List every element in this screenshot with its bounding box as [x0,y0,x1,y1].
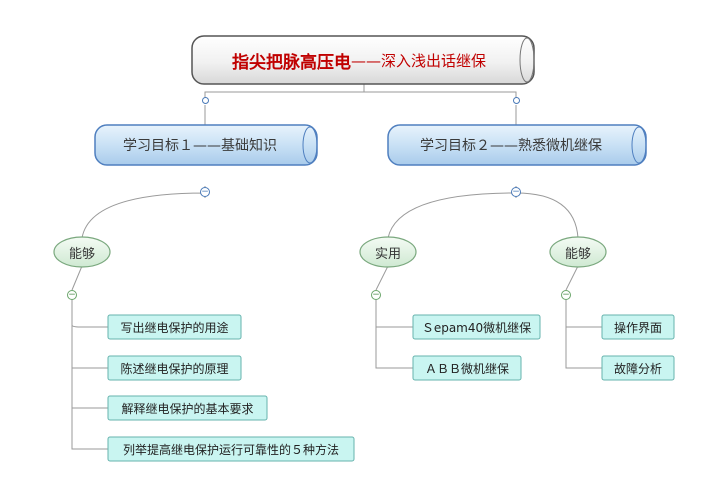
group-oval-3[interactable] [549,236,607,268]
leaf-box-2-2[interactable] [412,355,522,381]
goal-node-1[interactable] [94,124,318,166]
connector-group3-items [565,299,602,369]
group-label-3: 能够 [564,246,591,262]
group-label-1: 能够 [68,246,95,262]
leaf-box-1-2[interactable] [107,355,242,381]
group-oval-1[interactable] [53,236,111,268]
goal-2-collapse-toggle[interactable]: − [511,186,521,197]
leaf-label-3-2: 故障分析 [613,361,662,376]
leaf-label-1-2: 陈述继电保护的原理 [120,361,229,376]
root-title-main: 指尖把脉高压电 [231,52,351,73]
group-oval-2[interactable] [359,236,417,268]
group-2-collapse-toggle[interactable]: − [371,289,381,300]
goal-label-2: 学习目标２——熟悉微机继保 [420,138,602,154]
root-title: 指尖把脉高压电——深入浅出话继保 [196,38,522,82]
leaf-box-3-1[interactable] [601,314,675,340]
root-title-sub: ——深入浅出话继保 [350,51,486,70]
connector-goal1-group [81,186,206,239]
group-1-collapse-toggle[interactable]: − [67,289,77,300]
connector-goal2-groups [387,186,579,239]
connector-group1-stub [71,265,83,291]
leaf-box-3-2[interactable] [601,355,675,381]
root-node[interactable] [191,35,535,85]
connector-group2-stub [375,265,389,291]
goal-node-2[interactable] [387,124,647,166]
leaf-box-1-3[interactable] [107,395,268,421]
leaf-label-3-1: 操作界面 [613,320,662,335]
goal-1-collapse-toggle[interactable]: − [200,186,210,197]
leaf-box-1-4[interactable] [107,436,355,462]
leaf-label-1-3: 解释继电保护的基本要求 [121,401,254,416]
connector-group3-stub [565,265,579,291]
connector-dot-2 [513,97,520,104]
connector-root [204,84,517,98]
leaf-label-2-2: ＡＢＢ微机继保 [424,361,509,376]
leaf-label-1-4: 列举提高继电保护运行可靠性的５种方法 [122,442,339,457]
leaf-box-1-1[interactable] [107,314,242,340]
connector-group1-items [71,299,108,450]
leaf-label-2-1: Ｓepam40微机继保 [421,320,532,335]
group-label-2: 实用 [374,246,401,262]
leaf-label-1-1: 写出继电保护的用途 [120,320,229,335]
connector-group2-items [375,299,413,369]
goal-label-1: 学习目标１——基础知识 [123,138,277,154]
group-3-collapse-toggle[interactable]: − [561,289,571,300]
connector-dot-1 [202,97,209,104]
leaf-box-2-1[interactable] [412,314,541,340]
